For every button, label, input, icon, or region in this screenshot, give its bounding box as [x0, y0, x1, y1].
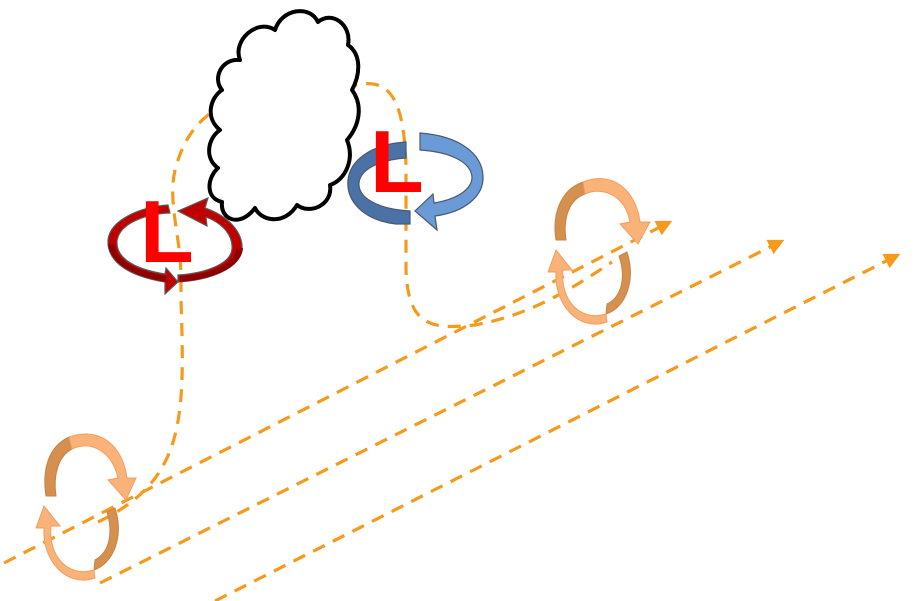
flow-path-curved	[97, 82, 613, 524]
cloud-icon	[207, 9, 361, 222]
flow-line-main	[3, 220, 673, 565]
low-pressure-blue: L	[347, 112, 484, 232]
rotation-arrow-blue	[347, 132, 484, 232]
rotation-arrow-red	[107, 196, 243, 296]
low-letter-red: L	[140, 182, 194, 281]
eddy-lower-left	[35, 433, 137, 581]
eddy-right	[547, 177, 651, 325]
low-letter-blue: L	[370, 112, 424, 211]
flow-line-lower	[214, 253, 901, 601]
low-pressure-red: L	[107, 182, 243, 296]
flow-line-middle	[99, 239, 785, 585]
